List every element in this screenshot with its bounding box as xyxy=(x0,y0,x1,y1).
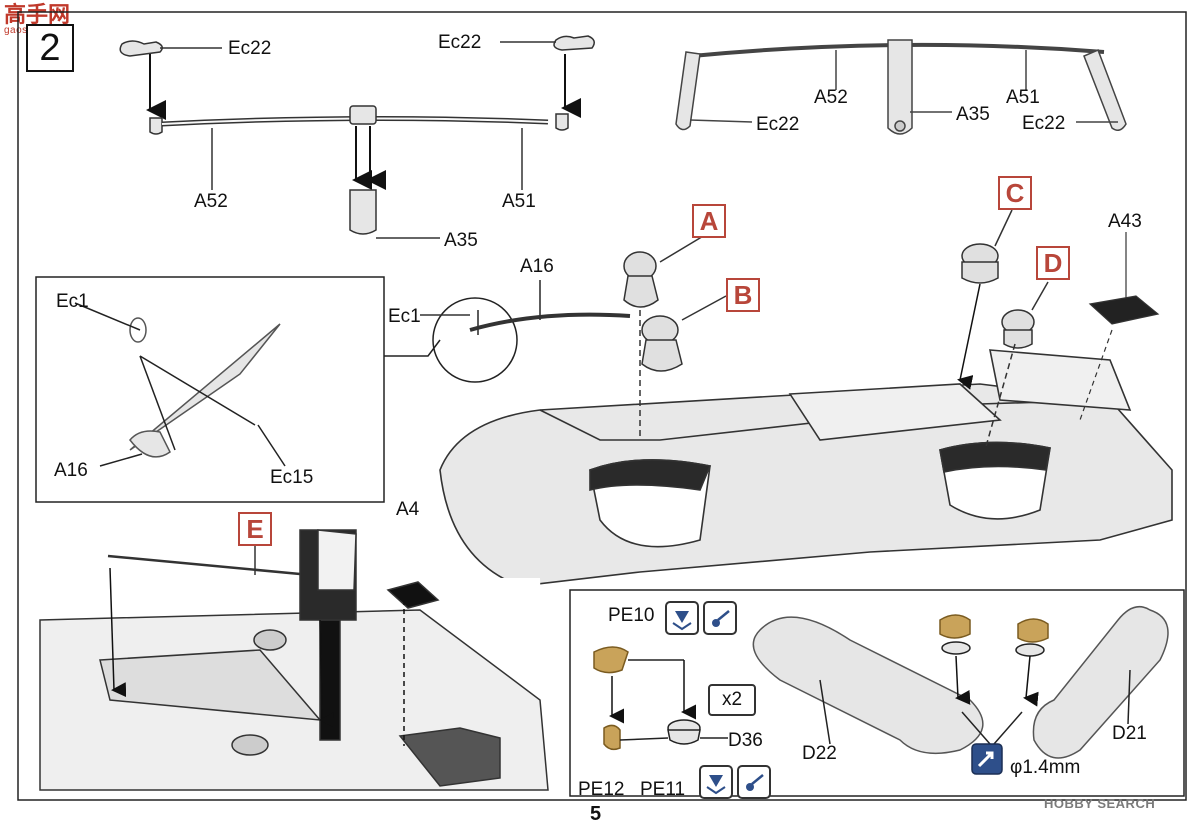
label-ec22-mid: Ec22 xyxy=(438,32,482,53)
bottom-right-panel xyxy=(569,589,1185,797)
label-ec22-right-a: Ec22 xyxy=(756,114,800,135)
label-ec22-left: Ec22 xyxy=(228,38,272,59)
subassembly-D xyxy=(984,281,1049,451)
subassembly-C xyxy=(957,209,1013,390)
label-a51-right: A51 xyxy=(1006,87,1040,108)
watermark-text: 高手网 xyxy=(4,2,71,27)
label-phi: φ1.4mm xyxy=(1010,757,1081,778)
drill-icon xyxy=(972,744,1002,774)
label-d36: D36 xyxy=(728,730,763,751)
part-A43 xyxy=(1079,232,1160,421)
callout-C: C xyxy=(998,176,1032,210)
label-inset-ec15: Ec15 xyxy=(270,467,314,488)
label-a51-left: A51 xyxy=(502,191,536,212)
label-pe12: PE12 xyxy=(578,779,625,800)
label-a35-right: A35 xyxy=(956,104,990,125)
callout-B: B xyxy=(726,278,760,312)
callout-D: D xyxy=(1036,246,1070,280)
label-a43: A43 xyxy=(1108,211,1142,232)
subassembly-A xyxy=(623,234,706,440)
callout-E: E xyxy=(238,512,272,546)
fuselage xyxy=(420,280,1173,587)
hobby-search-watermark: HOBBY SEARCH xyxy=(1044,796,1156,811)
bend-icon xyxy=(703,601,737,635)
label-a52-right: A52 xyxy=(814,87,848,108)
label-a35-left: A35 xyxy=(444,230,478,251)
detail-E-view xyxy=(32,529,549,791)
arrow-down-icon-lower xyxy=(699,765,733,799)
label-inset-a16: A16 xyxy=(54,460,88,481)
label-ec22-right-b: Ec22 xyxy=(1022,113,1066,134)
label-a52-left: A52 xyxy=(194,191,228,212)
inset-panel xyxy=(35,276,518,503)
callout-A: A xyxy=(692,204,726,238)
label-a16-top: A16 xyxy=(520,256,554,277)
label-d21: D21 xyxy=(1112,723,1147,744)
label-d22: D22 xyxy=(802,743,837,764)
quantity-badge: x2 xyxy=(708,684,756,716)
stabilizer-assembled-view xyxy=(675,39,1127,135)
page-border xyxy=(17,11,1187,801)
subassembly-B xyxy=(641,295,727,372)
label-a4: A4 xyxy=(396,499,420,520)
arrow-down-icon xyxy=(665,601,699,635)
label-ec1-main: Ec1 xyxy=(388,306,421,327)
stabilizer-assembly-left xyxy=(119,35,595,239)
label-inset-ec1: Ec1 xyxy=(56,291,89,312)
label-pe10: PE10 xyxy=(608,605,655,626)
step-number: 2 xyxy=(26,24,74,72)
page-number: 5 xyxy=(590,803,602,825)
bend-icon-lower xyxy=(737,765,771,799)
label-pe11: PE11 xyxy=(640,779,686,800)
